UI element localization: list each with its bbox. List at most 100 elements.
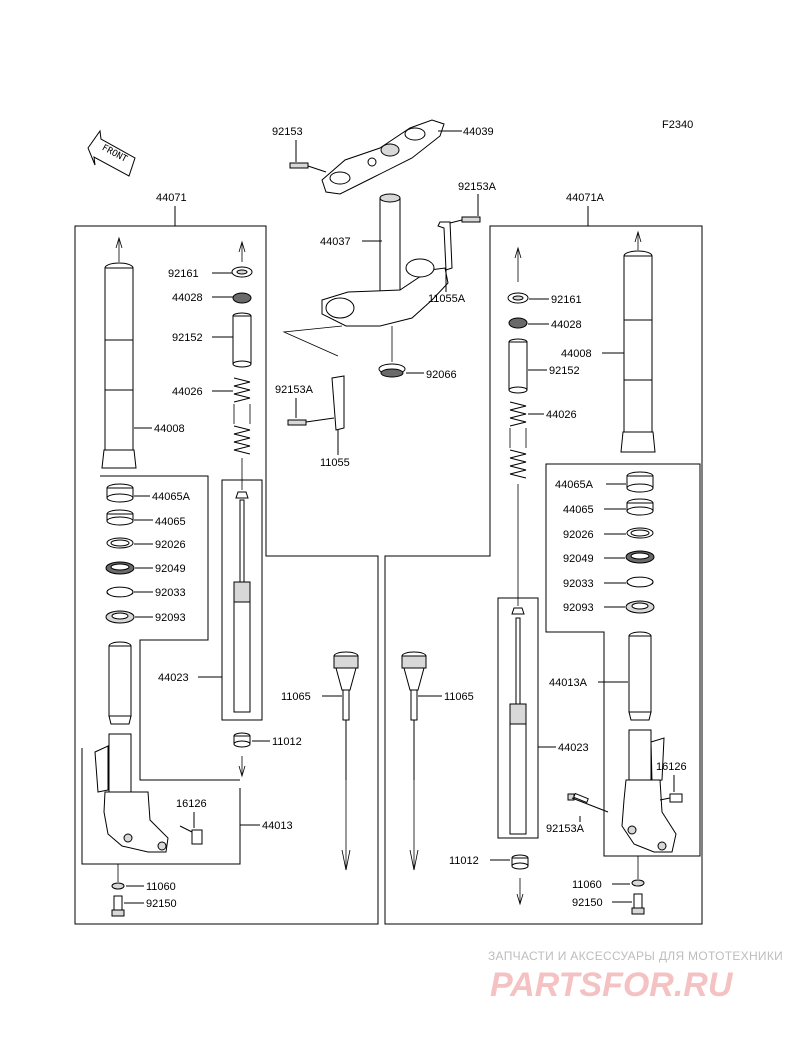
label-92153A-mid: 92153A [275,384,314,396]
right-bushing-44065A [626,471,654,493]
left-assembly-label: 44071 [156,192,187,204]
left-label-11012: 11012 [272,736,302,748]
left-label-44028: 44028 [172,292,203,304]
right-seal-92093 [625,600,655,614]
bracket-11055 [287,375,345,431]
left-clip-92033 [106,586,134,598]
right-washer-11060 [631,856,645,887]
right-cartridge-11065 [401,651,427,871]
left-washer-44028 [232,292,252,304]
left-label-92049: 92049 [155,563,186,575]
left-bolt-92150 [111,895,125,917]
right-spring-44026 [509,401,527,479]
bracket-11055A [437,216,481,271]
left-washer-92026 [106,537,134,549]
right-cap-92161 [507,246,529,304]
right-label-44008: 44008 [561,348,592,360]
left-label-92152: 92152 [172,332,203,344]
left-label-44023: 44023 [158,672,189,684]
left-bushing-44065 [106,509,134,526]
left-label-92033: 92033 [155,587,186,599]
left-cartridge-11065 [333,651,359,871]
right-clip-92033 [626,576,654,588]
left-damper-44023 [221,458,263,721]
right-label-44028: 44028 [551,319,582,331]
left-assembly-frame: 44071 [74,192,379,925]
right-seal-group-frame [545,463,701,857]
left-washer-11060 [111,864,125,890]
right-label-44026: 44026 [546,409,577,421]
right-spacer-92152 [508,338,528,394]
left-label-16126: 16126 [176,798,207,810]
left-label-44065: 44065 [155,516,186,528]
left-bushing-44065A [106,483,134,503]
left-seal-92093 [105,610,135,624]
right-outer-tube-44008 [620,230,656,453]
right-label-44013A: 44013A [549,677,588,689]
bearing-92066 [378,326,406,378]
left-spring-44026 [233,377,251,455]
right-label-92152: 92152 [549,365,580,377]
watermark-logo: PARTSFOR.RU [490,966,734,1004]
right-label-92026: 92026 [563,529,594,541]
figure-ref: F2340 [662,119,693,131]
right-label-92049: 92049 [563,553,594,565]
label-92153: 92153 [272,126,303,138]
right-washer-92026 [626,527,654,539]
right-assembly-label: 44071A [566,192,605,204]
right-assembly-frame: 44071A [384,192,703,925]
right-label-92033: 92033 [563,578,594,590]
right-bolt-92153A [567,792,609,813]
right-bushing-44065 [626,498,654,516]
left-label-44026: 44026 [172,386,203,398]
left-inner-tube-44013 [94,641,169,853]
steering-stem-44037 [282,193,449,357]
right-label-16126: 16126 [656,761,687,773]
left-seal-92049 [105,561,135,575]
left-cap-92161 [231,240,253,278]
right-label-44065A: 44065A [555,479,594,491]
left-bleed-screw-16126 [179,825,203,845]
left-label-92161: 92161 [168,268,199,280]
left-seal-group-frame [100,475,240,781]
label-11055: 11055 [320,457,350,469]
right-label-11060: 11060 [572,879,602,891]
right-collar-11012 [511,854,529,906]
right-inner-tube-44013A [621,631,677,853]
bolt-92153 [289,162,327,173]
left-label-11060: 11060 [146,881,176,893]
left-label-92026: 92026 [155,539,186,551]
right-seal-92049 [625,550,655,564]
right-bolt-92150 [631,893,645,915]
right-bleed-screw-16126 [659,793,683,803]
left-spacer-92152 [232,312,252,368]
right-damper-44023 [497,484,539,839]
watermark-tagline: ЗАПЧАСТИ И АКСЕССУАРЫ ДЛЯ МОТОТЕХНИКИ [488,949,783,963]
upper-bracket-44039 [321,119,445,195]
label-11055A: 11055A [428,293,466,305]
left-label-44065A: 44065A [152,491,191,503]
right-label-92153A: 92153A [546,823,585,835]
left-outer-tube-44008 [101,236,137,469]
label-92153A-top: 92153A [458,181,497,193]
front-arrow-icon: FRONT [87,129,136,177]
left-label-11065: 11065 [281,691,311,703]
right-washer-44028 [508,317,528,329]
right-label-44065: 44065 [563,504,594,516]
label-44039: 44039 [463,126,494,138]
right-label-11065: 11065 [444,691,474,703]
label-44037: 44037 [320,236,351,248]
left-label-92093: 92093 [155,612,186,624]
left-label-44008: 44008 [154,423,185,435]
left-label-44013: 44013 [262,820,293,832]
right-label-92150: 92150 [572,897,603,909]
left-inner-frame [81,748,241,865]
left-label-92150: 92150 [146,898,177,910]
right-label-92161: 92161 [551,294,582,306]
right-label-44023: 44023 [558,742,589,754]
left-collar-11012 [233,732,251,778]
label-92066: 92066 [426,369,457,381]
right-label-11012: 11012 [449,855,479,867]
